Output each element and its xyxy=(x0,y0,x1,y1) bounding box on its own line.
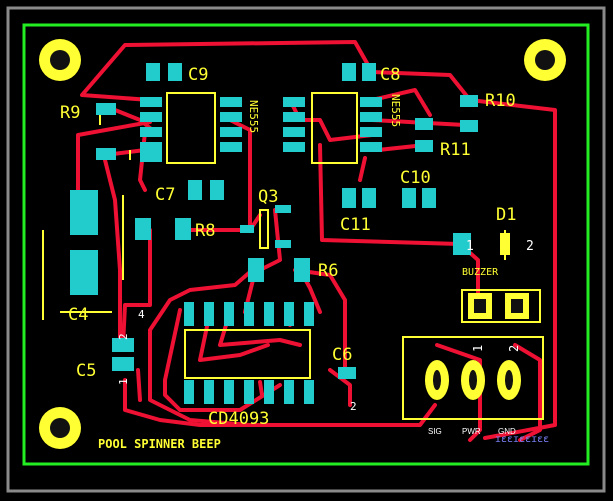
mounting-holes xyxy=(39,39,566,449)
label-ne555-right: NE555 xyxy=(389,94,402,127)
board-outline-inner xyxy=(22,23,590,466)
c6-pin2-label: 2 xyxy=(350,400,357,413)
pads xyxy=(70,63,510,404)
pin4-label: 4 xyxy=(138,308,145,321)
label-r8: R8 xyxy=(195,221,215,241)
label-c11: C11 xyxy=(340,215,371,235)
label-r10: R10 xyxy=(485,91,516,111)
board-outline-outer xyxy=(6,6,606,493)
bottom-mirror-text: ɪɛɛɪɛɛɪɛɛ xyxy=(495,434,549,445)
label-r9: R9 xyxy=(60,103,80,123)
label-ne555-left: NE555 xyxy=(247,100,260,133)
label-q3: Q3 xyxy=(258,187,278,207)
label-c6: C6 xyxy=(332,345,352,365)
label-buzzer: BUZZER xyxy=(462,267,499,278)
silkscreen-lines xyxy=(42,92,544,420)
board-title: POOL SPINNER BEEP xyxy=(98,437,221,451)
label-c9: C9 xyxy=(188,65,208,85)
label-c4: C4 xyxy=(68,305,88,325)
label-r11: R11 xyxy=(440,140,471,160)
label-c5: C5 xyxy=(76,361,96,381)
label-d1: D1 xyxy=(496,205,516,225)
label-c8: C8 xyxy=(380,65,400,85)
label-r6: R6 xyxy=(318,261,338,281)
conn-pin1-label: 1 xyxy=(471,345,485,352)
d1-pin1-label: 1 xyxy=(466,239,474,254)
label-c7: C7 xyxy=(155,185,175,205)
c5-pin1-label: 1 xyxy=(117,378,130,385)
conn-pwr-label: PWR xyxy=(462,427,481,436)
label-c10: C10 xyxy=(400,168,431,188)
through-hole-pads xyxy=(425,293,529,400)
conn-gnd-label: GND xyxy=(498,427,516,436)
label-cd4093: CD4093 xyxy=(208,409,269,429)
c5-pin2-label: 2 xyxy=(117,333,130,340)
conn-pin2-label: 2 xyxy=(507,345,521,352)
d1-pin2-label: 2 xyxy=(526,239,534,254)
conn-sig-label: SIG xyxy=(428,427,442,436)
